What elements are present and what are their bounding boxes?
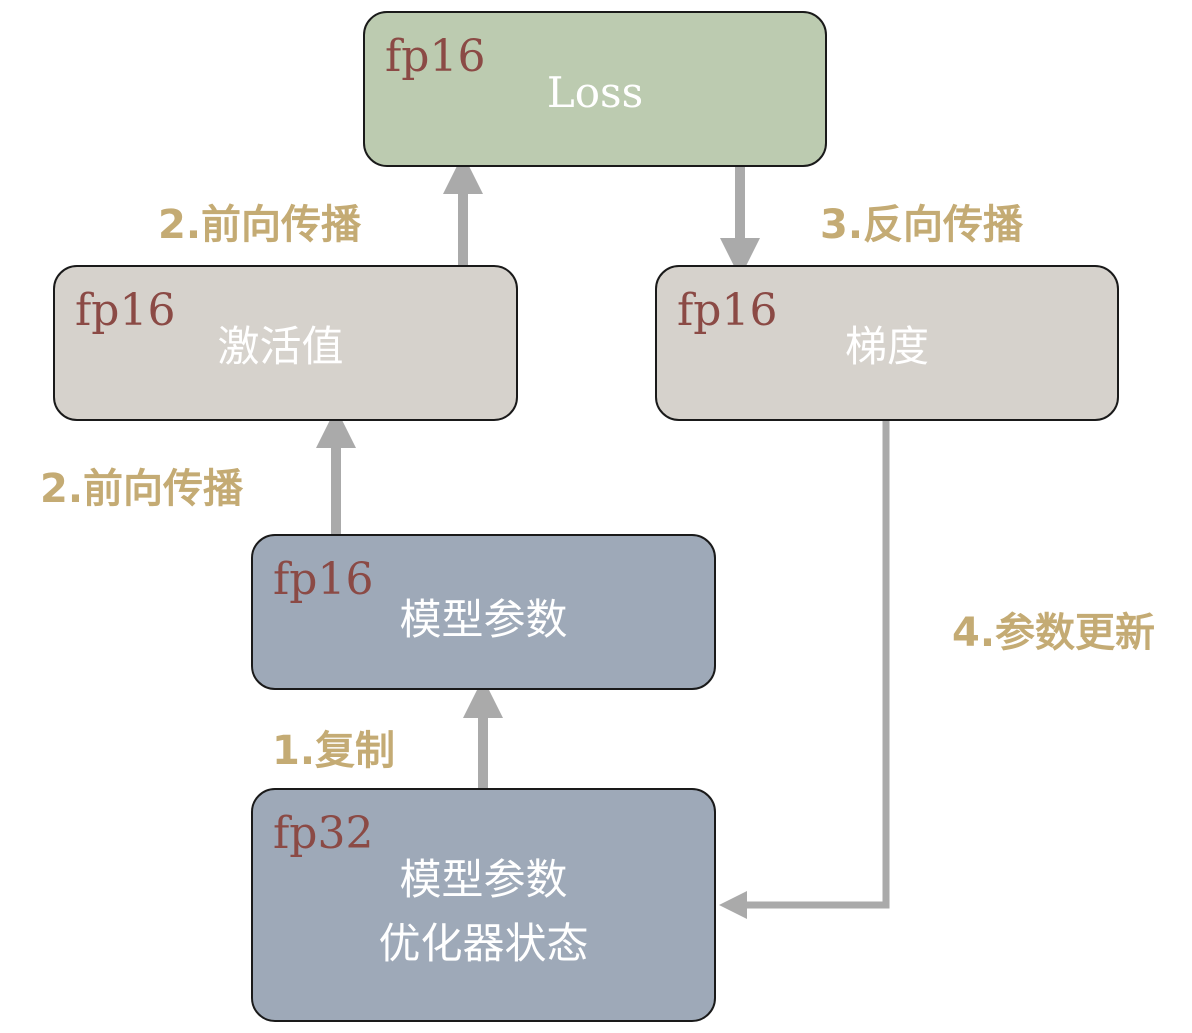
node-label: 梯度 <box>844 322 929 371</box>
step-forward-top: 2.前向传播 <box>158 202 362 248</box>
precision-label: fp16 <box>677 285 778 336</box>
precision-label: fp32 <box>273 808 374 859</box>
step-update: 4.参数更新 <box>952 610 1156 656</box>
node-label: 激活值 <box>217 322 344 371</box>
params-fp32-node: fp32 模型参数 优化器状态 <box>251 788 716 1022</box>
precision-label: fp16 <box>75 285 176 336</box>
activation-node: fp16 激活值 <box>53 265 518 421</box>
step-backward: 3.反向传播 <box>820 202 1024 248</box>
gradient-node: fp16 梯度 <box>655 265 1119 421</box>
loss-node: fp16 Loss <box>363 11 827 167</box>
params-fp16-node: fp16 模型参数 <box>251 534 716 690</box>
node-label: 模型参数 优化器状态 <box>378 855 589 968</box>
node-label: Loss <box>546 68 644 117</box>
precision-label: fp16 <box>273 554 374 605</box>
precision-label: fp16 <box>385 31 486 82</box>
step-copy: 1.复制 <box>272 728 396 774</box>
arrow-gradient-to-fp32 <box>719 421 890 919</box>
node-label: 模型参数 <box>399 595 568 644</box>
step-forward-bottom: 2.前向传播 <box>40 466 244 512</box>
